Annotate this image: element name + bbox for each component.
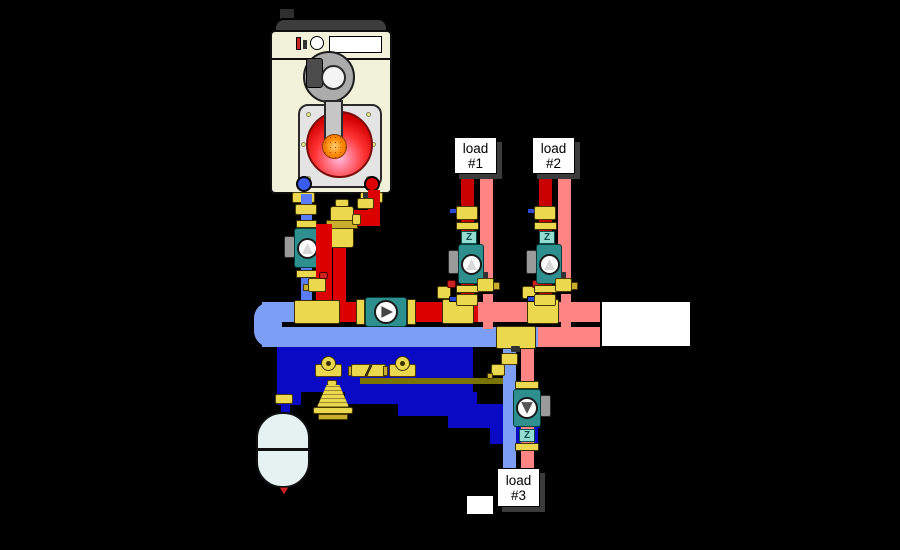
boiler-header-tee <box>294 300 340 324</box>
primary-pump-flange-right <box>407 299 416 325</box>
boiler-pump-flange-bottom <box>296 270 317 278</box>
load3-label-line1: load <box>505 472 532 488</box>
expansion-tank-air-valve <box>279 487 289 495</box>
air-vent-stem <box>363 193 368 199</box>
load3-pump-motor <box>540 395 551 417</box>
boiler-control-knob <box>310 36 324 50</box>
load1-label: load #1 <box>454 137 497 174</box>
load2-label: load #2 <box>532 137 575 174</box>
boiler-indicator-red <box>296 37 301 50</box>
return-header-warm-segment <box>538 327 600 347</box>
load2-label-line1: load <box>540 140 567 156</box>
fill-tube-line <box>360 378 512 384</box>
load2-return-purge-valve <box>555 278 572 292</box>
boiler-return-union2 <box>295 204 317 215</box>
pressure-reducing-valve <box>317 385 349 407</box>
load3-label-line2: #3 <box>510 487 527 503</box>
load1-return-purge-valve <box>477 278 494 292</box>
load2-return-pipe-lower <box>561 294 571 329</box>
fill-isolation-wheel-center <box>400 361 405 366</box>
load2-check-valve-icon: Z <box>539 231 555 244</box>
pressure-reducing-valve-base <box>313 407 353 414</box>
load3-purge-valve <box>491 364 505 376</box>
boiler-indicator-dark <box>303 40 307 49</box>
load1-return-pipe-lower <box>483 294 493 329</box>
check-valve-union-right <box>383 366 388 376</box>
load2-label-line2: #2 <box>545 155 562 171</box>
load2-isolation-valve-bottom <box>534 294 556 306</box>
load3-purge-spout <box>487 373 493 379</box>
primary-pump-impeller-icon <box>381 306 393 318</box>
makeup-water-diagonal-step2 <box>398 404 512 416</box>
pressure-reducing-valve-foot <box>318 414 348 420</box>
load2-pump-impeller-icon <box>544 259 555 270</box>
burner-blower-inlet <box>321 65 346 90</box>
load3-isolation-valve <box>501 353 518 365</box>
load1-pump-flange-bottom <box>456 285 479 293</box>
supply-down-pipe <box>333 248 346 304</box>
load1-check-valve-icon: Z <box>461 231 477 244</box>
fill-shutoff-wheel-center <box>326 361 331 366</box>
burner-blower-motor <box>306 58 323 88</box>
load3-supply-pipe <box>503 349 516 470</box>
load1-isolation-valve-top <box>456 206 478 220</box>
load3-label: load #3 <box>497 468 540 507</box>
load1-isolation-valve-bottom <box>456 294 478 306</box>
flame-ball <box>322 134 347 159</box>
panel-bolt <box>366 112 371 117</box>
panel-bolt <box>306 112 311 117</box>
supply-header-cool-segment <box>262 302 298 322</box>
boiler-pump-impeller-icon <box>302 243 313 254</box>
load2-purge-spout <box>571 282 578 290</box>
load3-check-symbol: Z <box>523 429 531 441</box>
load2-check-symbol: Z <box>543 231 551 243</box>
boiler-control-display <box>329 36 382 53</box>
load1-pump-impeller-icon <box>466 259 477 270</box>
panel-bolt <box>301 142 306 147</box>
load2-purge-stem <box>561 272 566 279</box>
load3-valve-lever <box>511 346 520 352</box>
load1-pump-flange-top <box>456 222 479 230</box>
air-separator-port <box>352 214 361 225</box>
load3-pump-flange-bottom <box>515 443 539 451</box>
backflow-check-valve <box>351 364 386 377</box>
load1-label-line1: load <box>462 140 489 156</box>
expansion-tank-stub <box>281 399 290 415</box>
boiler-drain-cap <box>319 272 328 279</box>
white-patch <box>467 496 493 514</box>
return-header-cool-segment <box>262 327 538 347</box>
load2-pump-flange-bottom <box>534 285 557 293</box>
load3-pump-impeller-icon <box>521 402 533 414</box>
boiler-pump-flange-top <box>296 220 317 228</box>
makeup-water-diagonal-step1 <box>345 392 477 404</box>
load1-label-line2: #1 <box>467 155 484 171</box>
boiler-drain-valve <box>308 278 326 292</box>
load2-pump-flange-top <box>534 222 557 230</box>
load1-tee-purge-cap <box>447 280 456 288</box>
load1-purge-stem <box>483 272 488 279</box>
expansion-tank-seam <box>257 448 309 451</box>
load1-purge-spout <box>493 282 500 290</box>
load1-tee-purge-valve <box>437 286 451 299</box>
load2-isolation-valve-top <box>534 206 556 220</box>
air-vent-valve <box>357 198 374 209</box>
load1-check-symbol: Z <box>465 231 473 243</box>
primary-pump-flange-left <box>356 299 365 325</box>
boiler-return-port <box>296 176 312 192</box>
load3-pump-flange-top <box>515 381 539 389</box>
expansion-tank-union <box>275 394 293 404</box>
header-continuation-mask <box>602 302 690 346</box>
load3-check-valve-icon: Z <box>519 429 535 442</box>
